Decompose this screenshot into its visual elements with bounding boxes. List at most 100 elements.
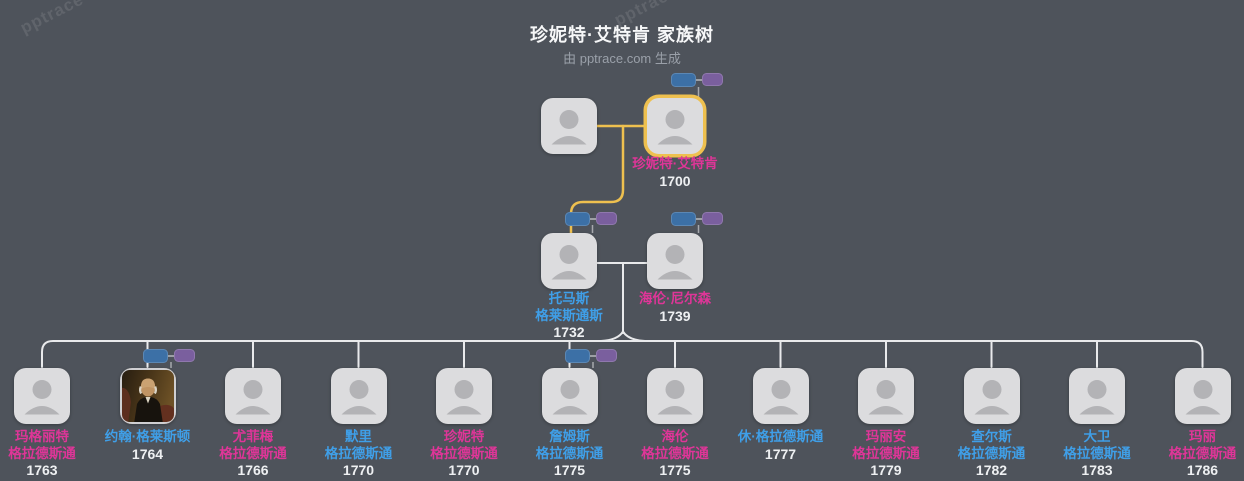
child-card-3[interactable] (225, 368, 281, 424)
father-chip-icon (564, 211, 590, 226)
person-name: 约翰·格莱斯顿 (104, 429, 191, 444)
chip-link-line (695, 78, 702, 81)
person-name: 格拉德斯通 (535, 445, 604, 461)
person-name: 格拉德斯通 (8, 445, 76, 461)
mother-chip-icon (173, 349, 195, 362)
person-avatar-icon (657, 245, 693, 280)
person-year: 1770 (448, 462, 480, 478)
person-name: 格拉德斯通 (852, 445, 920, 461)
person-name: 查尔斯 (971, 429, 1012, 444)
mother-chip-icon (595, 212, 617, 225)
highlighted-lineage-line (569, 124, 651, 235)
person-avatar-icon (657, 110, 693, 145)
person-name: 尤菲梅 (232, 429, 274, 444)
person-year: 1777 (764, 445, 797, 462)
person-year: 1766 (237, 462, 269, 478)
person-name: 默里 (345, 429, 372, 444)
person-name: 珍妮特·艾特肯 (632, 156, 718, 171)
person-year: 1775 (553, 462, 586, 478)
person-name: 格拉德斯通 (957, 445, 1026, 461)
child-card-1[interactable] (14, 368, 70, 424)
person-label-janet: 珍妮特·艾特肯 1700 (632, 156, 718, 189)
chip-link-line (695, 217, 702, 220)
person-name: 格拉德斯通 (219, 445, 287, 461)
page-title: 珍妮特·艾特肯 家族树 (530, 25, 714, 45)
person-name: 格莱斯通斯 (535, 307, 603, 323)
child-card-6[interactable] (541, 368, 598, 424)
expand-parents-toggle-helen[interactable] (670, 211, 723, 226)
child-card-7[interactable] (647, 368, 703, 424)
family-connector-line (41, 262, 1204, 368)
person-name: 格拉德斯通 (641, 445, 709, 461)
person-name: 格拉德斯通 (1168, 445, 1237, 461)
mother-chip-icon (701, 212, 723, 225)
person-name: 玛格丽特 (15, 429, 69, 444)
person-year: 1700 (659, 172, 691, 189)
person-name: 海伦·尼尔森 (639, 291, 711, 306)
person-card-unknown-father[interactable] (541, 98, 597, 154)
expand-parents-toggle-thomas[interactable] (564, 211, 617, 226)
child-card-11[interactable] (1069, 368, 1125, 424)
person-avatar-icon (763, 380, 798, 415)
child-card-2[interactable] (119, 368, 176, 424)
person-card-thomas[interactable] (541, 233, 597, 289)
person-avatar-icon (446, 380, 482, 415)
person-card-janet-aitken[interactable] (647, 98, 703, 154)
page-subtitle: 由 pptrace.com 生成 (563, 51, 681, 66)
person-name: 珍妮特 (443, 429, 485, 444)
person-year: 1764 (131, 445, 164, 462)
person-name: 格拉德斯通 (430, 445, 498, 461)
chip-link-line (167, 354, 174, 357)
child-card-9[interactable] (858, 368, 914, 424)
person-avatar-icon (657, 380, 693, 415)
expand-parents-toggle-child-6[interactable] (564, 348, 617, 363)
mother-chip-icon (701, 73, 723, 86)
person-name: 托马斯 (548, 291, 590, 306)
father-chip-icon (670, 72, 696, 87)
expand-parents-toggle-child-2[interactable] (142, 348, 195, 363)
person-avatar-icon (341, 380, 376, 415)
person-year: 1739 (659, 307, 691, 324)
child-card-8[interactable] (752, 368, 809, 424)
person-year: 1783 (1081, 462, 1113, 478)
person-avatar-icon (974, 380, 1009, 415)
person-avatar-icon (552, 380, 587, 415)
expand-parents-toggle-janet[interactable] (670, 72, 723, 87)
person-year: 1732 (553, 324, 585, 340)
person-card-helen-nelson[interactable] (647, 233, 703, 289)
child-card-10[interactable] (963, 368, 1020, 424)
person-name: 格拉德斯通 (324, 445, 393, 461)
portrait-john-gladstones (119, 368, 176, 424)
person-year: 1763 (26, 462, 58, 478)
person-name: 詹姆斯 (549, 429, 590, 444)
person-name: 玛丽 (1189, 429, 1216, 444)
person-year: 1775 (659, 462, 691, 478)
person-avatar-icon (1079, 380, 1115, 415)
person-name: 海伦 (661, 429, 689, 444)
child-card-4[interactable] (330, 368, 387, 424)
father-chip-icon (564, 348, 590, 363)
person-avatar-icon (24, 380, 60, 415)
person-avatar-icon (551, 110, 587, 145)
person-year: 1779 (870, 462, 902, 478)
person-name: 格拉德斯通 (1063, 445, 1131, 461)
person-label-thomas: 托马斯 格莱斯通斯 1732 (535, 291, 603, 341)
child-card-12[interactable] (1174, 368, 1231, 424)
person-name: 玛丽安 (865, 429, 907, 444)
person-avatar-icon (1185, 380, 1220, 415)
person-label-helen: 海伦·尼尔森 1739 (639, 291, 711, 324)
chip-link-line (589, 354, 596, 357)
father-chip-icon (670, 211, 696, 226)
person-year: 1786 (1186, 462, 1219, 478)
child-card-5[interactable] (436, 368, 492, 424)
person-name: 大卫 (1083, 429, 1111, 444)
